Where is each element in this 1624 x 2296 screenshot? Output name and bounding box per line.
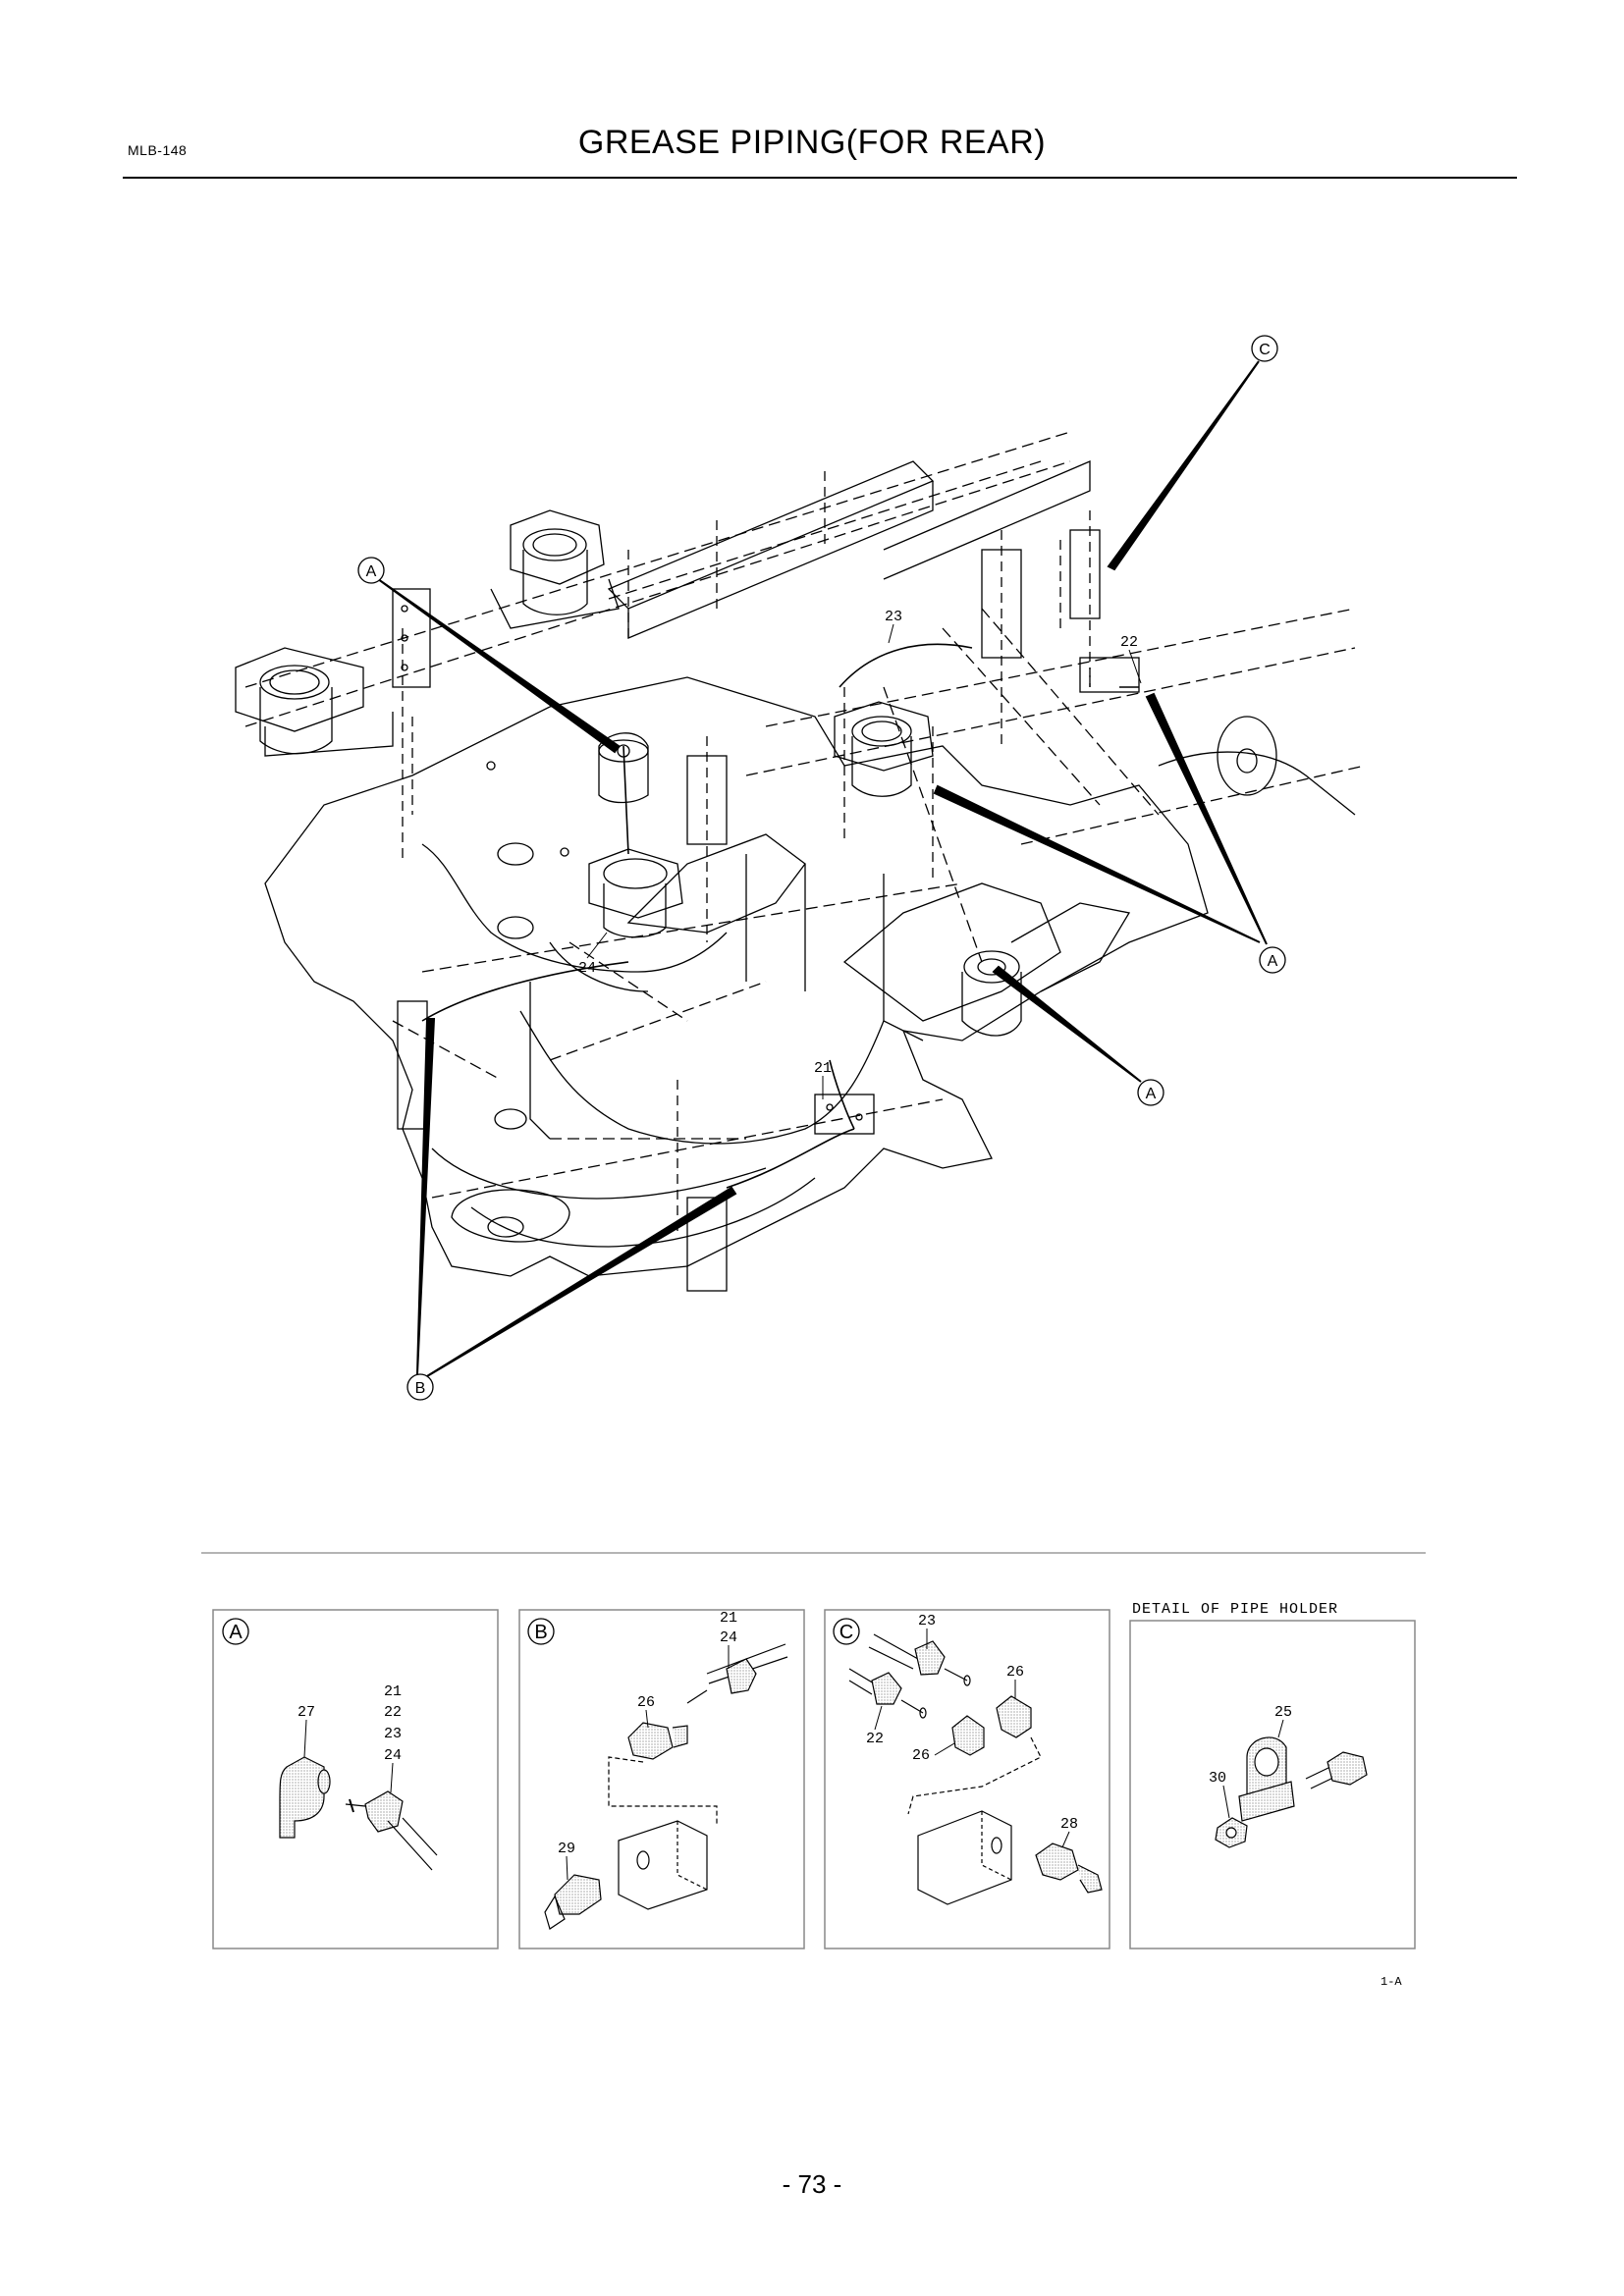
- callout-a-2: A: [1268, 953, 1278, 970]
- detail-c-part-22: 22: [866, 1731, 884, 1747]
- callout-circles: [357, 335, 1286, 1401]
- detail-b-label: B: [534, 1622, 547, 1643]
- detail-c-part-26-b: 26: [912, 1747, 930, 1764]
- detail-c-part-23: 23: [918, 1613, 936, 1629]
- part-number-23: 23: [885, 609, 902, 625]
- callout-a-1: A: [366, 563, 377, 580]
- detail-b-part-29: 29: [558, 1841, 575, 1857]
- page-title: GREASE PIPING(FOR REAR): [577, 124, 1047, 161]
- figure-code: 1-A: [1380, 1975, 1402, 1989]
- detail-c-part-26-a: 26: [1006, 1664, 1024, 1681]
- detail-c-drawing: [848, 1633, 1103, 1905]
- part-number-22: 22: [1120, 634, 1138, 651]
- detail-a-drawing: [279, 1756, 438, 1871]
- header-rule: [123, 177, 1517, 179]
- callout-b: B: [415, 1380, 426, 1397]
- callout-c: C: [1259, 342, 1271, 358]
- part-number-21: 21: [814, 1060, 832, 1077]
- pipe-holder-title: DETAIL OF PIPE HOLDER: [1132, 1601, 1338, 1618]
- detail-b-part-21: 21: [720, 1610, 737, 1627]
- detail-a-part-23: 23: [384, 1726, 402, 1742]
- detail-a-part-22: 22: [384, 1704, 402, 1721]
- detail-b-part-24: 24: [720, 1629, 737, 1646]
- detail-c-label: C: [839, 1622, 853, 1643]
- callout-leaders: [377, 360, 1268, 1380]
- detail-b-drawing: [544, 1643, 788, 1930]
- detail-frames: [212, 1609, 1416, 1949]
- page-number: - 73 -: [782, 2169, 842, 2199]
- frame-assembly: [235, 431, 1366, 1292]
- detail-a-part-24: 24: [384, 1747, 402, 1764]
- detail-a-part-21: 21: [384, 1683, 402, 1700]
- detail-c-part-28: 28: [1060, 1816, 1078, 1833]
- part-number-24: 24: [578, 960, 596, 977]
- detail-a-label: A: [229, 1622, 243, 1643]
- pipe-holder-drawing: [1215, 1736, 1368, 1848]
- detail-b-part-26: 26: [637, 1694, 655, 1711]
- pipe-holder-part-30: 30: [1209, 1770, 1226, 1787]
- detail-a-part-27: 27: [298, 1704, 315, 1721]
- document-code: MLB-148: [128, 142, 188, 158]
- callout-a-3: A: [1146, 1086, 1157, 1102]
- pipe-holder-part-25: 25: [1274, 1704, 1292, 1721]
